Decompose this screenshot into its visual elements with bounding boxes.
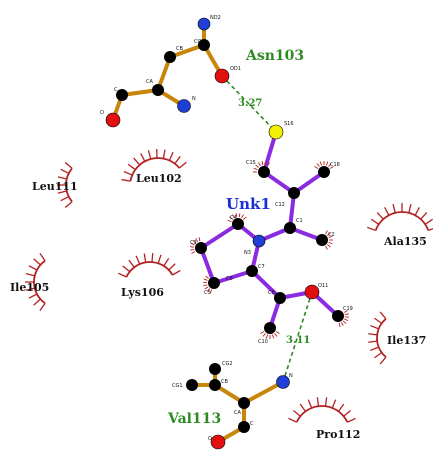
atom-o11 [304, 284, 320, 300]
hydrogen-bonds [221, 75, 313, 383]
atom-contact-spikes-c5 [202, 275, 213, 294]
atom-label-c10: C10 [258, 339, 268, 345]
hydrophobic-arc-pro112 [288, 397, 356, 423]
atom-contact-spikes-c15 [253, 161, 270, 173]
ligand-label: Unk1 [226, 195, 271, 213]
atom-label-c4: C4 [230, 215, 237, 221]
atom-label-n3: N3 [244, 250, 251, 256]
atom-contact-spikes-c3 [190, 237, 201, 254]
atom-contact-spikes-c18 [314, 161, 334, 169]
atom-label-asn103-o: O [100, 110, 104, 116]
atom-label-c12: C12 [275, 202, 285, 208]
atom-val113-ca [238, 397, 250, 409]
atom-label-asn103-od1: OD1 [230, 66, 241, 72]
hydrophobic-label-pro112: Pro112 [316, 428, 360, 441]
atom-label-val113-cb: CB [221, 379, 228, 385]
atom-label-val113-ca: CA [234, 410, 241, 416]
atom-val113-cb [209, 379, 221, 391]
hydrophobic-arc-lys106 [118, 253, 181, 278]
atom-contact-spikes-c19 [338, 310, 349, 327]
atom-asn103-cg [198, 39, 210, 51]
hydrophobic-label-ile137: Ile137 [387, 334, 426, 347]
atom-label-c5: C5 [204, 290, 211, 296]
atom-c19 [332, 310, 344, 322]
atom-label-asn103-n: N [192, 96, 196, 102]
atom-label-c2: C2 [328, 232, 335, 238]
atom-val113-cg1 [186, 379, 198, 391]
atom-label-asn103-ca: CA [146, 79, 153, 85]
atom-contact-spikes-c10 [260, 331, 280, 339]
hydrophobic-label-lys106: Lys106 [121, 286, 164, 299]
atom-asn103-ca [152, 84, 164, 96]
atom-contact-spikes-c2 [325, 230, 333, 250]
atom-label-c1: C1 [296, 218, 303, 224]
atom-c12 [288, 187, 300, 199]
hbond-distance-asn103: 3.27 [238, 98, 262, 109]
atom-label-asn103-c: C [114, 87, 118, 93]
residue-label-val113: Val113 [167, 411, 221, 427]
atom-label-asn103-nd2: ND2 [210, 15, 221, 21]
atom-contact-spikes-c4 [227, 213, 247, 223]
atom-asn103-o [105, 112, 121, 128]
ligand-contact-spikes [190, 161, 349, 339]
atom-label-c7: C7 [258, 264, 265, 270]
hydrophobic-contacts [25, 148, 433, 423]
hydrophobic-label-ile105: Ile105 [10, 281, 49, 294]
atom-c8 [274, 292, 286, 304]
atom-c7 [246, 265, 258, 277]
atom-label-c8: C8 [268, 290, 275, 296]
hbond-asn103-s16 [221, 75, 277, 133]
atom-label-c18: C18 [330, 162, 340, 168]
hbond-val113-o11 [282, 291, 313, 383]
atom-c3 [195, 242, 207, 254]
atom-val113-o [210, 434, 226, 450]
atom-asn103-nd2 [197, 17, 211, 31]
hydrophobic-arc-ala135 [367, 203, 433, 232]
atom-label-val113-cg1: CG1 [172, 383, 183, 389]
hydrophobic-arc-leu111 [57, 162, 73, 208]
atom-s16 [268, 124, 284, 140]
atom-label-val113-n: N [289, 373, 293, 379]
atom-c2 [316, 234, 328, 246]
atoms [105, 17, 344, 450]
hydrophobic-label-leu102: Leu102 [136, 172, 182, 185]
atom-label-asn103-cb: CB [176, 46, 183, 52]
atom-val113-cg2 [209, 363, 221, 375]
atom-label-val113-o: O [208, 436, 212, 442]
atom-val113-c [238, 421, 250, 433]
ligand-bonds [199, 130, 340, 330]
atom-c4 [232, 218, 244, 230]
residue-label-asn103: Asn103 [245, 48, 304, 64]
atom-val113-n [276, 375, 290, 389]
atom-label-c15: C15 [246, 160, 256, 166]
atom-labels: ND2 CG CB OD1 CA C N O S16 C15 C18 C12 C… [100, 15, 353, 442]
atom-label-c6: C6 [226, 276, 233, 282]
atom-n3 [252, 234, 266, 248]
atom-label-val113-cg2: CG2 [222, 361, 233, 367]
hydrophobic-label-leu111: Leu111 [32, 180, 78, 193]
atom-c18 [318, 166, 330, 178]
atom-c5 [208, 277, 220, 289]
hbond-distance-val113: 3.11 [286, 335, 310, 346]
atom-asn103-cb [164, 51, 176, 63]
atom-label-val113-c: C [250, 421, 254, 427]
atom-c1 [284, 222, 296, 234]
residue-bonds [111, 22, 285, 444]
hydrophobic-arc-leu102 [121, 148, 187, 182]
atom-label-c3: C3 [190, 240, 197, 246]
atom-label-asn103-cg: CG [194, 39, 201, 45]
atom-asn103-n [177, 99, 191, 113]
hydrophobic-arc-ile105 [25, 252, 46, 312]
atom-c10 [264, 322, 276, 334]
atom-label-s16: S16 [284, 121, 294, 127]
hydrophobic-label-ala135: Ala135 [383, 235, 427, 248]
hydrophobic-arc-ile137 [368, 311, 387, 365]
atom-c15 [258, 166, 270, 178]
atom-asn103-c [116, 89, 128, 101]
atom-label-c19: C19 [343, 306, 353, 312]
atom-asn103-od1 [214, 68, 230, 84]
atom-label-o11: O11 [318, 283, 328, 289]
